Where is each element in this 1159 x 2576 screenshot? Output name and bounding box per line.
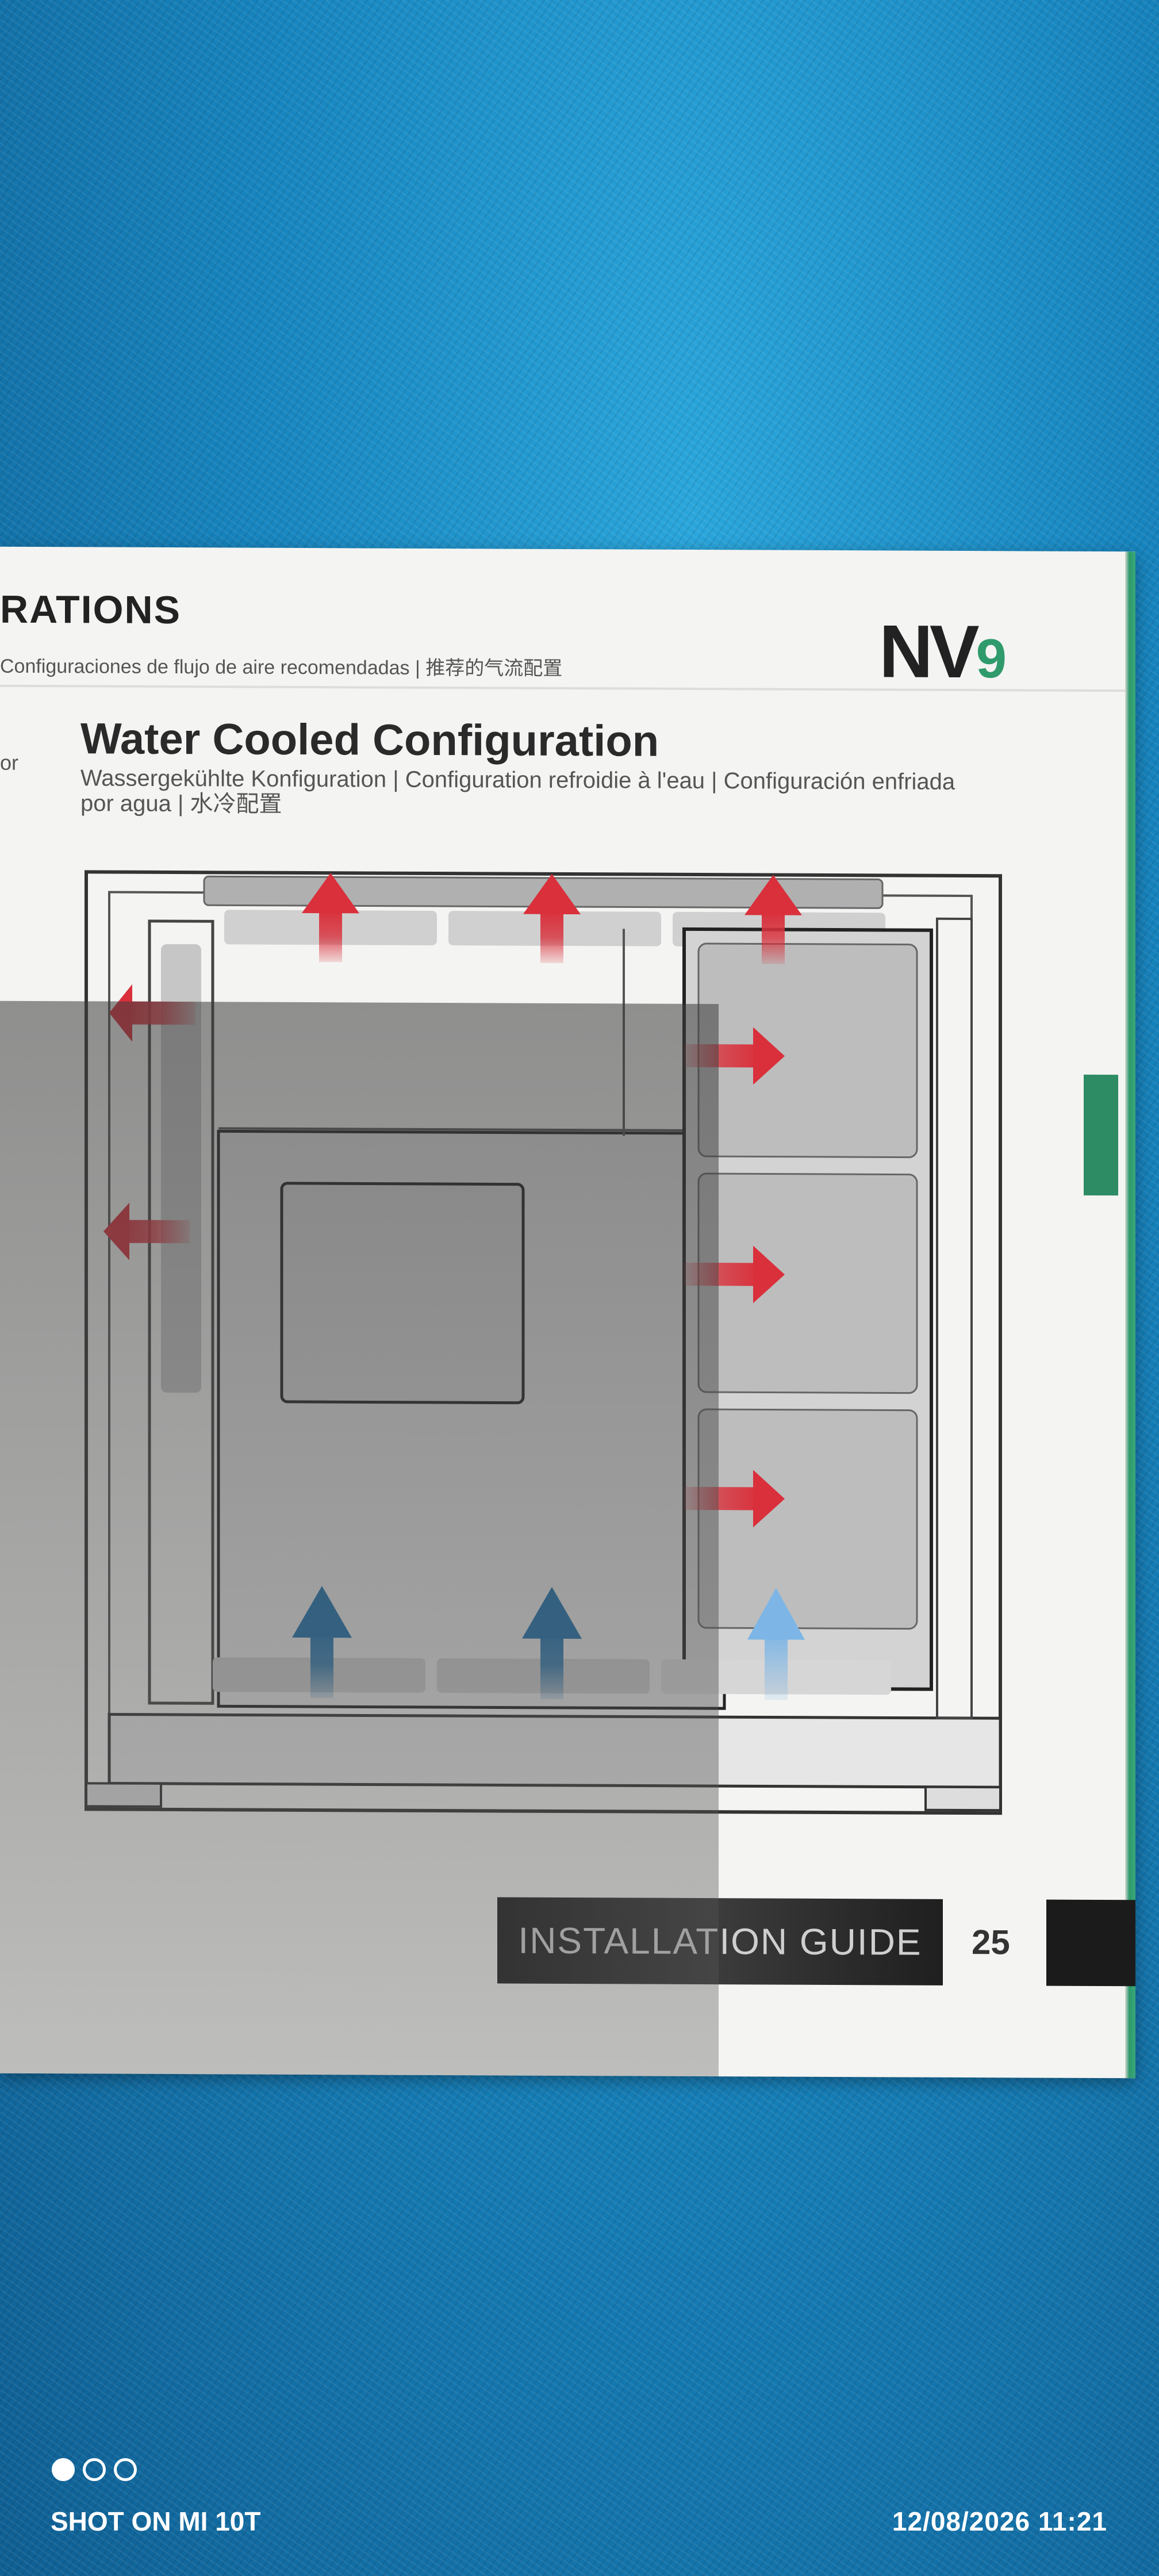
brand-digit: 9	[976, 628, 1003, 690]
camera-timestamp: 12/08/2026 11:21	[892, 2506, 1107, 2536]
brand-logo: NV9	[879, 608, 1003, 695]
section-subtitle-line-2: por agua | 水冷配置	[80, 791, 282, 817]
section-subtitle-line-1: Wassergekühlte Konfiguration | Configura…	[80, 765, 955, 795]
bottom-rail	[108, 1713, 1002, 1789]
page-edge-stripe	[1125, 551, 1135, 2079]
header-title-fragment: RATIONS	[0, 587, 181, 632]
brand-letters: NV	[879, 609, 976, 694]
exhaust-arrow-top-3	[744, 875, 802, 964]
section-subtitle: Wassergekühlte Konfiguration | Configura…	[80, 765, 1012, 820]
dot-icon	[52, 2458, 75, 2481]
header-subtitle-fragment: Configuraciones de flujo de aire recomen…	[0, 655, 563, 680]
page-number: 25	[972, 1923, 1010, 1962]
dot-icon	[83, 2458, 106, 2481]
installation-guide-bar: INSTALLATION GUIDE	[497, 1897, 943, 1985]
radiator-fan-3	[697, 1408, 918, 1630]
intake-arrow-bottom-3	[747, 1588, 805, 1700]
case-foot-left	[85, 1782, 162, 1808]
manual-page: RATIONS Configuraciones de flujo de aire…	[0, 546, 1135, 2079]
exhaust-arrow-top-2	[523, 873, 581, 963]
right-side-panel	[936, 917, 973, 1720]
case-airflow-diagram	[85, 870, 1002, 1815]
page-edge-green-tab	[1084, 1074, 1118, 1196]
case-foot-right	[924, 1785, 1001, 1812]
tray-top-line	[218, 1127, 684, 1132]
section-title: Water Cooled Configuration	[80, 714, 659, 766]
dot-icon	[114, 2458, 137, 2481]
footer-right-bar	[1046, 1899, 1135, 1987]
left-column-fragment: or	[0, 750, 19, 775]
cpu-area	[280, 1182, 525, 1405]
exhaust-arrow-top-1	[302, 873, 359, 963]
camera-mode-dots	[52, 2458, 137, 2481]
camera-watermark: SHOT ON MI 10T	[51, 2506, 261, 2536]
